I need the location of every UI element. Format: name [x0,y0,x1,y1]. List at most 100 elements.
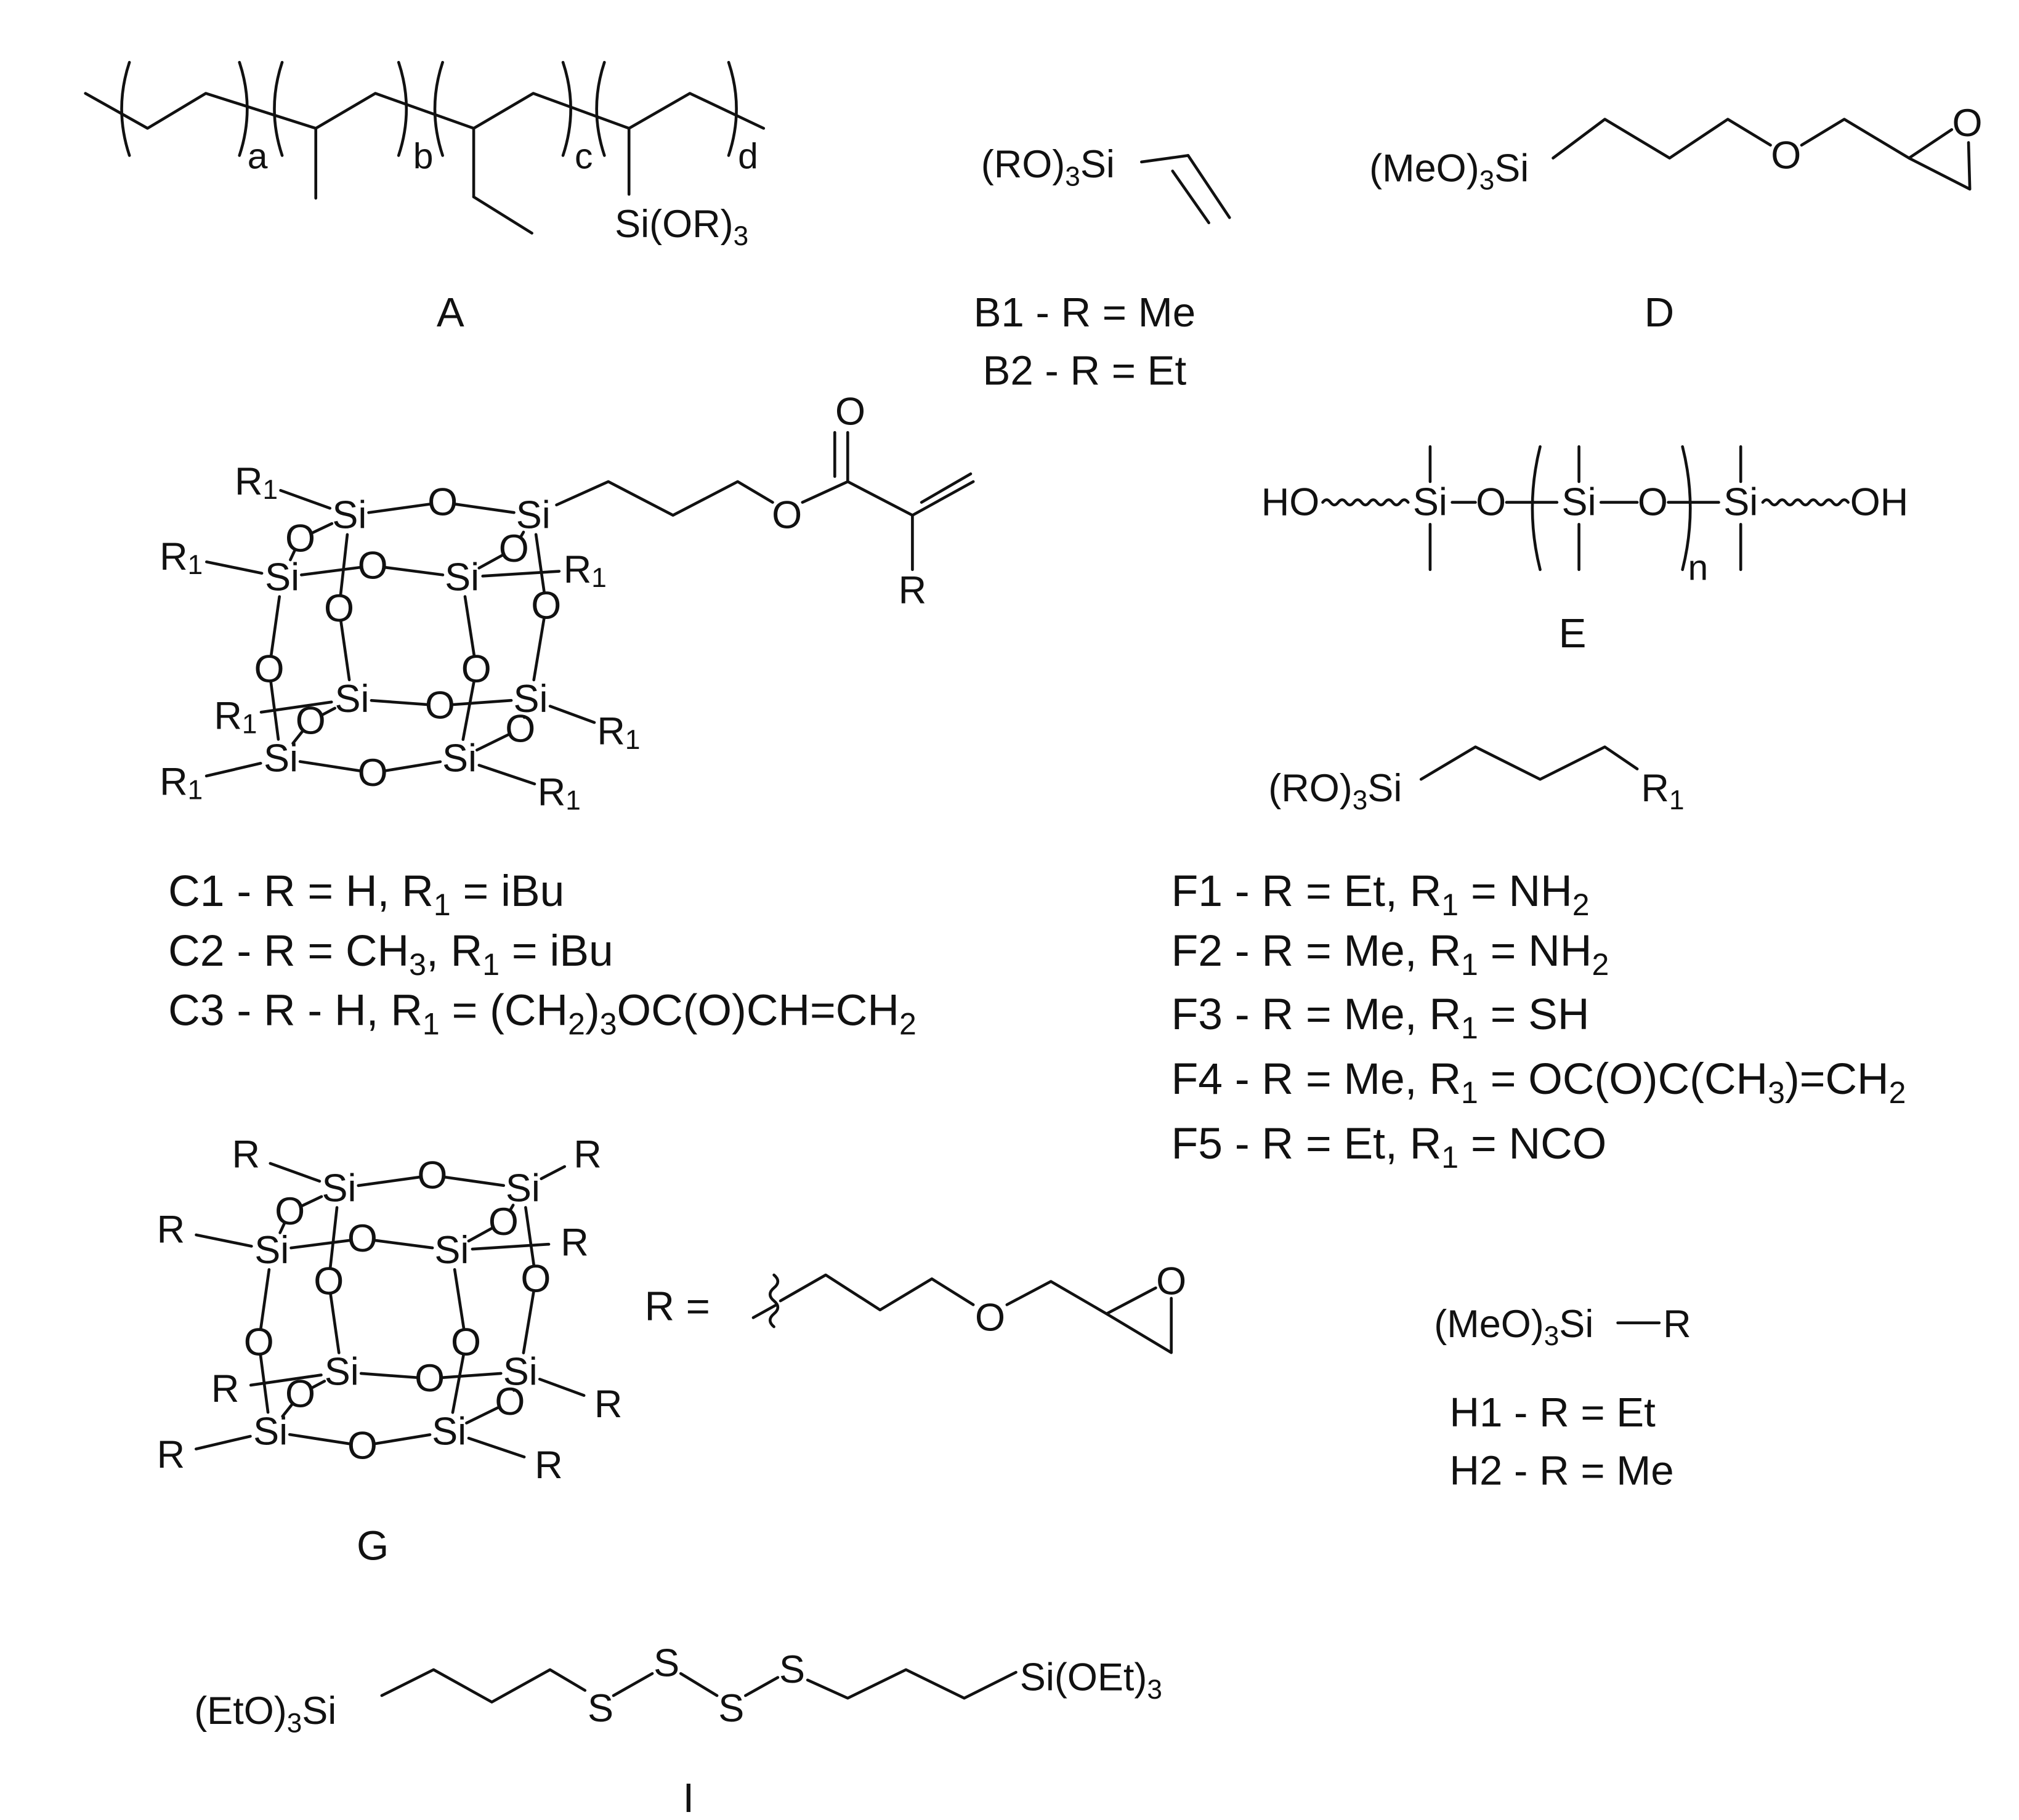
silicon-atom: Si [325,1351,359,1394]
silane-group-label: (MeO)3Si [1434,1303,1593,1351]
bond [291,729,304,745]
repeat-unit-subscript: d [738,136,758,176]
bond-chain [1419,745,1639,781]
silane-group-label: (RO)3Si [1268,767,1402,815]
substituent-r: R1 [564,548,607,593]
bond [522,1290,535,1354]
variant-label-c2: C2 - R = CH3, R1 = iBu [168,926,613,982]
bond [310,1380,326,1389]
bond [384,565,445,576]
silane-group-label: (EtO)3Si [194,1689,336,1738]
repeat-unit-subscript: c [575,136,593,176]
bond-chain [380,1668,587,1704]
bond [744,1676,780,1697]
bond [443,1175,506,1187]
substituent-r: R [573,1133,602,1176]
bond [540,1165,567,1181]
oxygen-atom: O [244,1321,274,1364]
bond [339,533,349,597]
bond [519,530,525,540]
silane-group-label: Si(OEt)3 [1020,1656,1162,1705]
bond [920,472,973,504]
oxygen-atom: O [314,1260,344,1303]
silicon-atom: Si [1562,481,1596,524]
bond [194,1434,252,1450]
oxygen-atom: O [1476,481,1506,524]
open-bracket [1531,445,1542,572]
bond [465,1405,500,1425]
oxygen-atom: O [285,1372,315,1415]
bond-chain [801,480,975,517]
r-definition-label: R = [644,1284,710,1330]
sulfur-atom: S [653,1641,679,1685]
bond [328,1206,339,1270]
bond [288,1433,351,1446]
oxygen-atom: O [358,751,388,795]
bond [471,1242,551,1251]
bond [534,533,546,595]
open-bracket [595,60,606,157]
silicon-atom: Si [335,677,370,721]
substituent-r: R1 [160,535,203,580]
hydroxyl-group: HO [1261,481,1320,524]
bond-chain [1552,118,1772,160]
variant-label-b1: B1 - R = Me [974,289,1196,336]
oxygen-atom: O [285,517,315,560]
bond [298,760,362,772]
substituent-r: R1 [160,760,203,805]
oxygen-atom: O [254,648,285,691]
bond [461,680,475,741]
bond [751,1303,779,1319]
bond [612,1672,654,1697]
variant-label-f5: F5 - R = Et, R1 = NCO [1171,1119,1607,1175]
substituent-r: R [157,1433,185,1476]
bond [249,1373,323,1387]
oxygen-atom: O [296,700,326,743]
bond [467,1226,494,1243]
bond [441,1372,503,1379]
bond [195,1233,253,1248]
ether-oxygen-atom: O [975,1296,1005,1339]
repeat-unit-subscript: b [413,136,434,176]
polymer-backbone [84,92,766,130]
bond [278,1221,286,1234]
ester-oxygen-atom: O [772,494,802,537]
silicon-atom: Si [254,1229,289,1272]
bond [477,764,536,786]
substituent-r: R [535,1444,563,1487]
bond [524,1206,536,1268]
bond [259,1268,271,1331]
silicon-atom: Si [506,1167,540,1210]
variant-label-c1: C1 - R = H, R1 = iBu [168,867,564,922]
variant-label-f2: F2 - R = Me, R1 = NH2 [1171,926,1609,982]
silane-group-label: Si(OR)3 [615,203,748,251]
bond [359,1372,418,1379]
silicon-atom: Si [514,677,548,721]
oxygen-atom: O [347,1217,378,1260]
silicon-atom: Si [445,556,479,599]
oxygen-atom: O [488,1200,519,1244]
bonds-layer [84,60,1972,1704]
oxygen-atom: O [499,527,529,570]
oxygen-atom: O [461,648,492,691]
sulfur-atom: S [588,1687,613,1730]
bond [289,1239,351,1250]
silicon-atom: Si [1723,481,1758,524]
structure-label-i: I [683,1775,695,1820]
variant-label-h1: H1 - R = Et [1449,1389,1656,1436]
structure-label-d: D [1645,289,1675,336]
structure-label-g: G [357,1523,389,1569]
attachment-squiggle [768,1273,780,1329]
silicon-atom: Si [516,494,551,537]
silicon-atom: Si [1413,481,1447,524]
sulfur-atom: S [779,1648,805,1691]
bond [1186,154,1231,219]
oxygen-atom: O [415,1357,445,1400]
oxygen-atom: O [495,1380,525,1423]
oxygen-atom: O [275,1190,305,1233]
substituent-r: R [211,1367,240,1410]
bond [679,1672,719,1697]
silicon-atom: Si [253,1410,288,1453]
close-bracket [397,60,408,157]
